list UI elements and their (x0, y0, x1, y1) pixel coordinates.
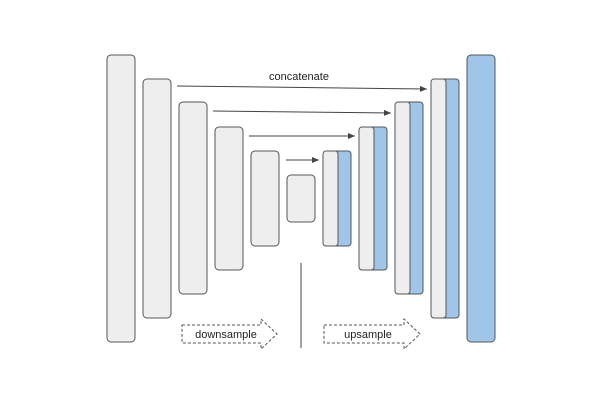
encoder-block-1 (106, 54, 136, 343)
decoder-block-3 (394, 101, 424, 295)
decoder-block-1 (322, 150, 352, 247)
skip-connections (176, 85, 428, 163)
encoder-block-4 (214, 126, 244, 271)
downsample-arrow: downsample (181, 317, 278, 351)
encoder-block-3 (178, 101, 208, 295)
decoder-skip-2 (358, 126, 375, 271)
upsample-arrow-shape (323, 317, 421, 351)
downsample-label: downsample (195, 329, 257, 341)
decoder-skip-4 (430, 78, 447, 319)
decoder-skip-1 (322, 150, 339, 247)
bottleneck-block (286, 174, 316, 223)
skip-arrow-1 (176, 85, 428, 92)
skip-arrow-2 (212, 109, 392, 116)
encoder-block-2 (142, 78, 172, 319)
upsample-arrow: upsample (323, 317, 421, 351)
output-block (466, 54, 496, 343)
encoder-block-5 (250, 150, 280, 247)
decoder-block-4 (430, 78, 460, 319)
concatenate-label: concatenate (269, 71, 329, 83)
decoder-block-2 (358, 126, 388, 271)
upsample-label: upsample (344, 329, 392, 341)
encoder (106, 54, 316, 343)
decoder-skip-3 (394, 101, 411, 295)
downsample-arrow-shape (181, 317, 278, 351)
decoder (322, 54, 496, 343)
